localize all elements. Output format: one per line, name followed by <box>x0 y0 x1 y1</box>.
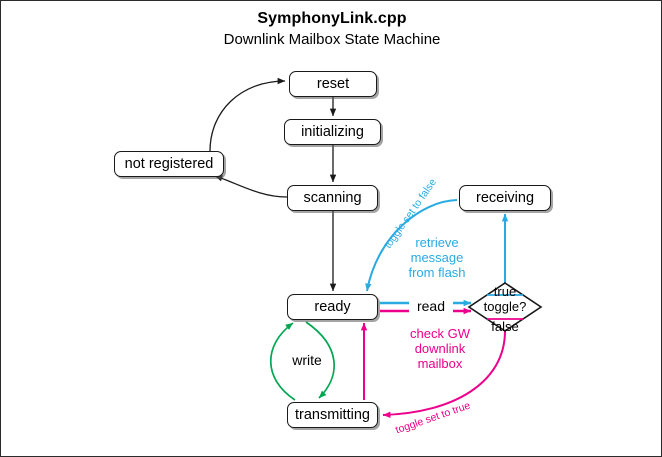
state-scanning[interactable]: scanning <box>287 185 378 211</box>
edge-transmitting-to-ready-write <box>270 322 296 401</box>
annotation-retrieve-message-from-flash: retrieve message from flash <box>399 235 475 280</box>
state-scanning-label: scanning <box>303 190 362 206</box>
state-transmitting[interactable]: transmitting <box>287 402 378 428</box>
retrieve-line-3: from flash <box>408 265 466 280</box>
state-not-registered[interactable]: not registered <box>114 151 224 177</box>
retrieve-line-2: message <box>410 250 464 265</box>
state-reset-label: reset <box>316 76 350 92</box>
decision-false-label: false <box>491 319 519 334</box>
retrieve-line-1: retrieve <box>415 235 459 250</box>
edge-scanning-to-not-registered <box>214 175 288 198</box>
state-ready-label: ready <box>314 299 351 315</box>
edge-ready-to-transmitting-write <box>305 321 335 399</box>
edge-label-read: read <box>416 298 446 314</box>
check-gw-line-2: downlink <box>414 341 466 356</box>
state-receiving-label: receiving <box>475 190 535 206</box>
title-block: SymphonyLink.cpp Downlink Mailbox State … <box>1 9 661 51</box>
state-not-registered-label: not registered <box>124 156 214 172</box>
decision-toggle-label: toggle? <box>483 299 527 314</box>
state-ready[interactable]: ready <box>287 294 378 320</box>
state-transmitting-label: transmitting <box>295 407 370 423</box>
read-label-backdrop <box>409 298 453 315</box>
state-receiving[interactable]: receiving <box>459 185 551 211</box>
state-initializing[interactable]: initializing <box>284 119 381 145</box>
edge-toggle-false-to-transmitting <box>382 330 506 418</box>
edge-not-registered-to-reset <box>209 77 286 152</box>
check-gw-line-3: mailbox <box>417 356 463 371</box>
state-reset[interactable]: reset <box>289 71 377 97</box>
state-initializing-label: initializing <box>301 124 364 140</box>
decision-true-label: true <box>493 284 517 299</box>
annotation-check-gw-downlink-mailbox: check GW downlink mailbox <box>399 326 481 371</box>
page-subtitle: Downlink Mailbox State Machine <box>223 31 441 48</box>
page-title: SymphonyLink.cpp <box>257 10 407 27</box>
check-gw-line-1: check GW <box>410 326 470 341</box>
edge-label-write: write <box>292 352 322 368</box>
edge-receiving-to-ready <box>365 199 458 292</box>
